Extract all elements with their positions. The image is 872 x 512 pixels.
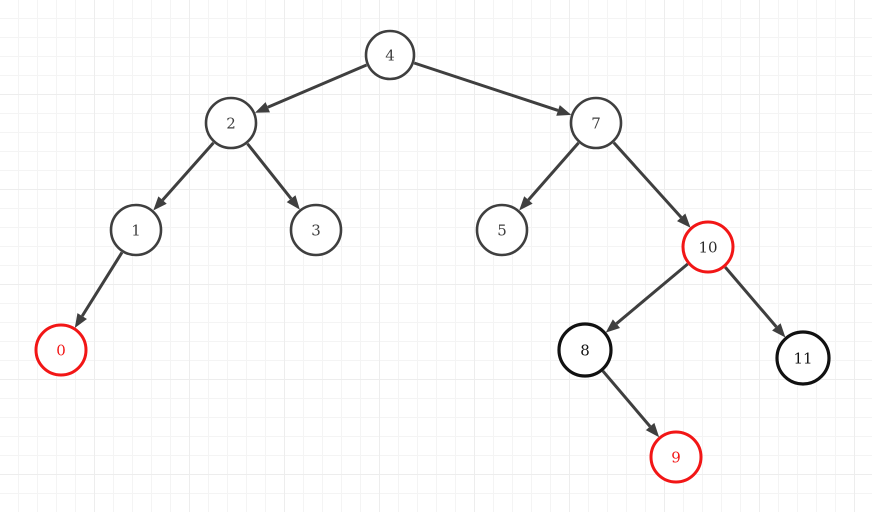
edge-arrowhead <box>556 105 572 116</box>
edge-shaft <box>413 61 559 112</box>
edge-arrowhead <box>153 196 167 211</box>
node-label-11: 11 <box>793 350 812 368</box>
node-circle-4[interactable] <box>364 29 416 81</box>
edge-arrowhead <box>772 323 786 338</box>
node-label-0: 0 <box>56 342 66 360</box>
node-circle-10[interactable] <box>681 220 735 274</box>
node-circle-5[interactable] <box>475 203 529 257</box>
node-circle-9[interactable] <box>649 430 703 484</box>
edge-4-to-7 <box>413 61 572 116</box>
node-label-7: 7 <box>591 115 601 133</box>
node-label-4: 4 <box>385 47 395 65</box>
edge-layer <box>74 61 786 438</box>
edge-4-to-2 <box>254 63 368 113</box>
edge-arrowhead <box>74 313 87 328</box>
node-circle-0[interactable] <box>34 323 88 377</box>
edge-shaft <box>724 266 778 328</box>
edge-shaft <box>527 141 580 201</box>
edge-shaft <box>615 262 689 325</box>
node-circle-11[interactable] <box>775 330 831 386</box>
edge-arrowhead <box>254 102 270 113</box>
edge-arrowhead <box>519 196 533 211</box>
edge-10-to-11 <box>724 266 786 338</box>
node-label-3: 3 <box>311 222 321 240</box>
tree-node-5[interactable]: 5 <box>475 203 529 257</box>
edge-8-to-9 <box>601 369 660 438</box>
edge-2-to-3 <box>246 142 300 210</box>
edge-shaft <box>612 141 683 219</box>
node-circle-8[interactable] <box>557 322 613 378</box>
node-label-1: 1 <box>131 222 141 240</box>
edge-arrowhead <box>677 213 691 228</box>
node-circle-3[interactable] <box>289 203 343 257</box>
edge-1-to-0 <box>74 251 124 328</box>
tree-node-8[interactable]: 8 <box>557 322 613 378</box>
tree-node-7[interactable]: 7 <box>569 96 623 150</box>
tree-node-1[interactable]: 1 <box>109 203 163 257</box>
edge-arrowhead <box>286 195 300 210</box>
edge-shaft <box>246 142 293 200</box>
edge-shaft <box>161 141 215 202</box>
node-circle-7[interactable] <box>569 96 623 150</box>
edge-shaft <box>80 251 124 317</box>
node-label-9: 9 <box>671 449 681 467</box>
tree-node-10[interactable]: 10 <box>681 220 735 274</box>
edge-10-to-8 <box>605 262 689 333</box>
edge-2-to-1 <box>153 141 215 211</box>
edge-arrowhead <box>645 422 660 438</box>
tree-node-9[interactable]: 9 <box>649 430 703 484</box>
tree-node-3[interactable]: 3 <box>289 203 343 257</box>
tree-node-11[interactable]: 11 <box>775 330 831 386</box>
edge-shaft <box>267 63 368 109</box>
node-label-8: 8 <box>580 342 590 360</box>
tree-node-4[interactable]: 4 <box>364 29 416 81</box>
node-circle-2[interactable] <box>204 96 258 150</box>
tree-node-2[interactable]: 2 <box>204 96 258 150</box>
edge-7-to-10 <box>612 141 691 228</box>
tree-node-0[interactable]: 0 <box>34 323 88 377</box>
node-label-10: 10 <box>698 239 717 257</box>
node-label-2: 2 <box>226 115 236 133</box>
edge-7-to-5 <box>519 141 580 211</box>
node-circle-1[interactable] <box>109 203 163 257</box>
edge-shaft <box>601 369 652 428</box>
edge-arrowhead <box>605 319 621 333</box>
node-layer: 4 2 7 1 3 5 10 0 8 11 9 <box>34 29 831 484</box>
node-label-5: 5 <box>497 222 507 240</box>
